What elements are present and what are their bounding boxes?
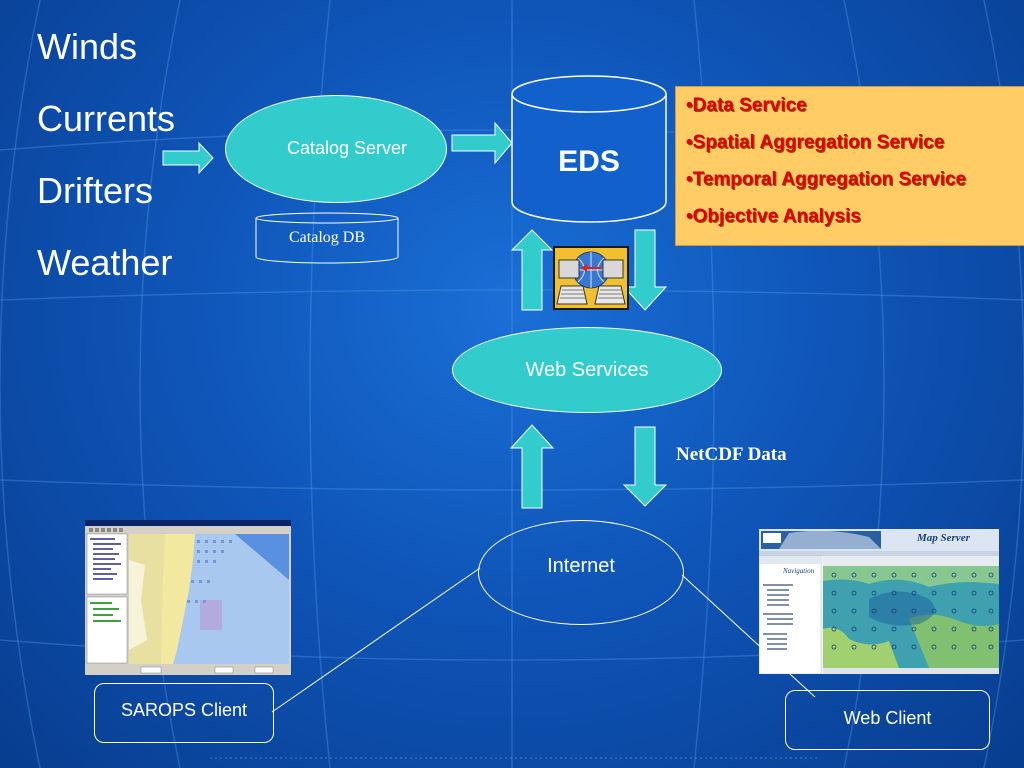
eds-label: EDS: [558, 145, 620, 178]
arrow-down-to-internet: [622, 426, 668, 507]
catalog-db-label: Catalog DB: [289, 229, 365, 246]
map-server-title: Map Server: [917, 532, 970, 544]
arrow-to-catalog-server: [162, 141, 214, 175]
web-client-box: Web Client: [785, 690, 990, 750]
label-currents: Currents: [37, 98, 176, 139]
catalog-server-label: Catalog Server: [286, 138, 408, 158]
service-item: •Spatial Aggregation Service: [686, 132, 945, 153]
web-client-label: Web Client: [843, 708, 932, 728]
service-item: •Data Service: [686, 95, 807, 116]
arrow-up-to-web-services: [509, 424, 555, 509]
service-item: •Temporal Aggregation Service: [686, 169, 967, 190]
internet-label: Internet: [547, 555, 615, 577]
sarops-client-box: SAROPS Client: [94, 683, 274, 743]
services-box: •Data Service •Spatial Aggregation Servi…: [675, 86, 1024, 246]
catalog-db-cylinder: [255, 212, 399, 264]
arrow-down-to-web-services: [622, 229, 668, 311]
sarops-screenshot: [85, 520, 291, 675]
label-winds: Winds: [37, 26, 138, 67]
label-drifters: Drifters: [37, 170, 153, 211]
line-internet-sarops: [271, 567, 481, 713]
web-services-node: Web Services: [452, 327, 722, 413]
netcdf-data-label: NetCDF Data: [676, 444, 787, 465]
network-computers-icon: [553, 246, 629, 310]
arrow-up-to-eds: [510, 229, 554, 311]
label-weather: Weather: [37, 242, 173, 283]
internet-node: Internet: [478, 520, 684, 625]
arrow-to-eds: [451, 121, 513, 165]
service-item: •Objective Analysis: [686, 206, 861, 227]
map-server-screenshot: Map Server Navigation: [759, 529, 999, 674]
eds-cylinder: [511, 75, 667, 223]
catalog-server-node: Catalog Server: [225, 95, 447, 203]
navigation-label: Navigation: [783, 567, 815, 575]
web-services-label: Web Services: [525, 359, 649, 381]
sarops-client-label: SAROPS Client: [120, 700, 248, 720]
